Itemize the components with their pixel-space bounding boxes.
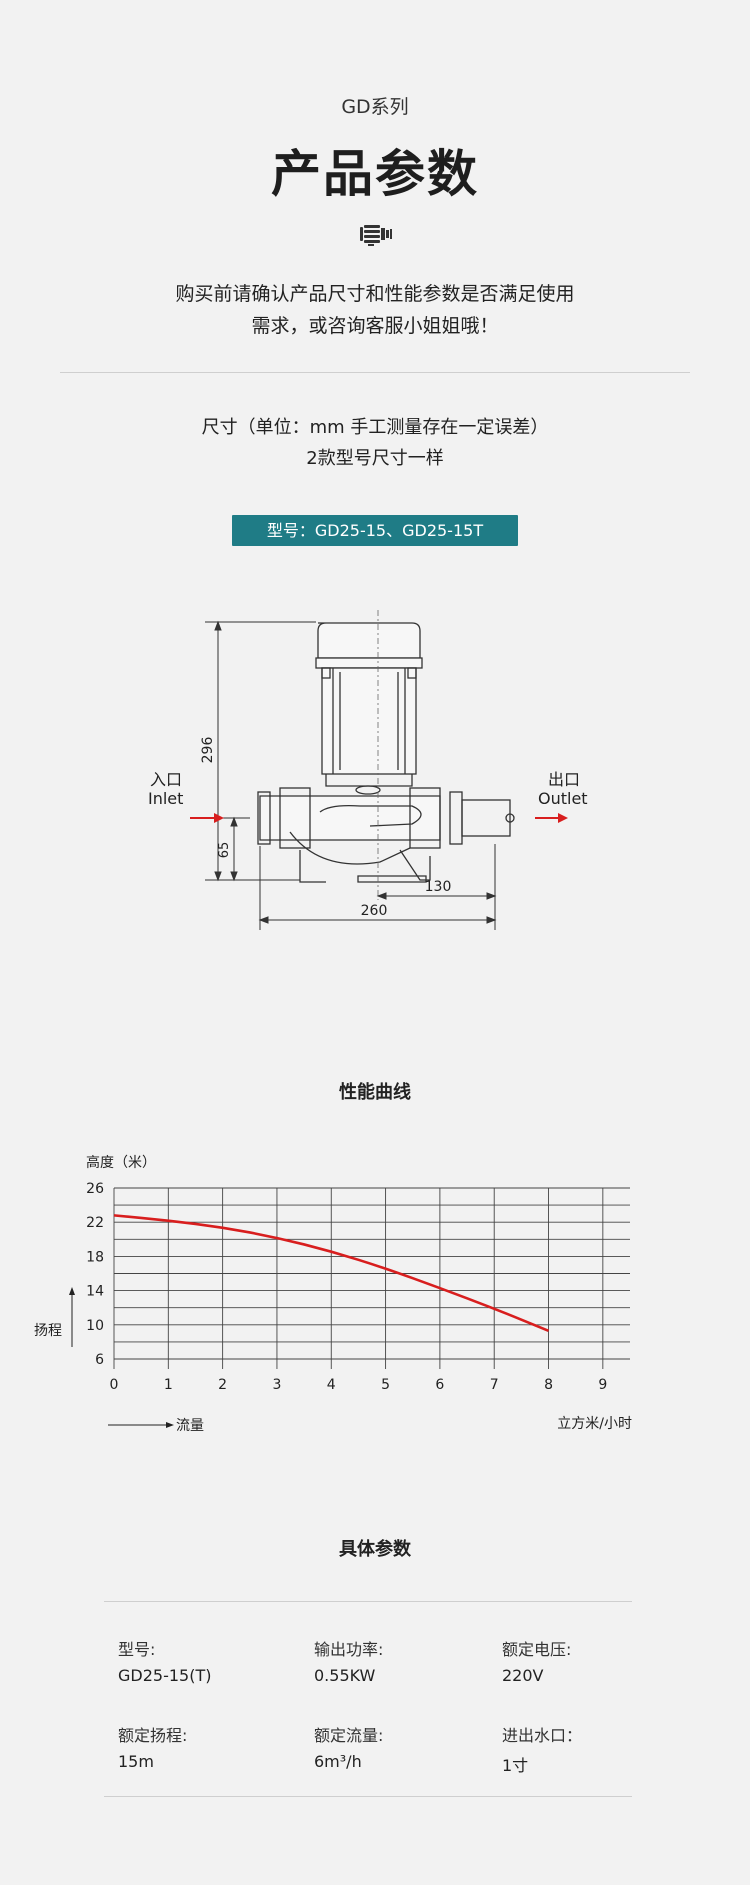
params-bottom-divider xyxy=(104,1796,632,1797)
param-label-voltage: 额定电压: xyxy=(502,1640,572,1659)
params-grid: 型号: GD25-15(T) 输出功率: 0.55KW 额定电压: 220V 额… xyxy=(118,1636,638,1776)
inlet-cn-label: 入口 xyxy=(150,770,182,789)
dim-width-label: 260 xyxy=(361,903,388,919)
param-value-flow: 6m³/h xyxy=(314,1752,362,1771)
dim-half-width-label: 130 xyxy=(425,879,452,895)
y-tick-label: 26 xyxy=(86,1181,104,1197)
inlet-en-label: Inlet xyxy=(148,789,183,808)
params-top-divider xyxy=(104,1601,632,1602)
param-value-model: GD25-15(T) xyxy=(118,1666,212,1685)
dimensions-title: 尺寸（单位：mm 手工测量存在一定误差） 2款型号尺寸一样 xyxy=(0,412,750,474)
x-tick-label: 4 xyxy=(327,1377,336,1393)
params-title: 具体参数 xyxy=(339,1539,411,1560)
dimensions-title-line-1: 尺寸（单位：mm 手工测量存在一定误差） xyxy=(201,417,549,438)
y-tick-label: 6 xyxy=(95,1352,104,1368)
intro-line-1: 购买前请确认产品尺寸和性能参数是否满足使用 xyxy=(175,283,575,305)
y-tick-label: 22 xyxy=(86,1215,104,1231)
x-tick-label: 0 xyxy=(110,1377,119,1393)
dim-inlet-height-label: 65 xyxy=(217,842,232,859)
outlet-cn-label: 出口 xyxy=(548,770,580,789)
performance-curve xyxy=(113,1214,550,1332)
param-value-power: 0.55KW xyxy=(314,1666,376,1685)
x-axis-label: 流量 xyxy=(176,1418,204,1434)
outlet-en-label: Outlet xyxy=(538,789,588,808)
series-label: GD系列 xyxy=(341,96,409,118)
x-tick-label: 6 xyxy=(435,1377,444,1393)
param-label-flow: 额定流量: xyxy=(314,1726,384,1745)
y-tick-label: 18 xyxy=(86,1249,104,1265)
dim-height-label: 296 xyxy=(200,737,216,764)
x-tick-label: 8 xyxy=(544,1377,553,1393)
param-label-head: 额定扬程: xyxy=(118,1726,188,1745)
param-value-port: 1寸 xyxy=(502,1756,529,1775)
pump-dimension-diagram: 296 65 130 260 入口 Inlet 出口 Outlet xyxy=(130,600,610,944)
pump-icon xyxy=(356,222,396,248)
x-tick-label: 3 xyxy=(272,1377,281,1393)
performance-title: 性能曲线 xyxy=(339,1082,411,1103)
param-value-voltage: 220V xyxy=(502,1666,544,1685)
x-tick-label: 7 xyxy=(490,1377,499,1393)
performance-chart: 高度（米） 扬程 6 10 14 18 22 26 0 1 2 3 4 5 6 7 8 9 流量 立方米/小时 xyxy=(20,1145,660,1439)
param-label-port: 进出水口： xyxy=(502,1726,583,1745)
y-tick-label: 14 xyxy=(86,1284,104,1300)
intro-text: 购买前请确认产品尺寸和性能参数是否满足使用 需求，或咨询客服小姐姐哦！ xyxy=(0,278,750,342)
x-axis-arrow-head xyxy=(166,1422,174,1428)
param-label-model: 型号: xyxy=(118,1640,156,1659)
x-unit-label: 立方米/小时 xyxy=(557,1416,632,1432)
page-title: 产品参数 xyxy=(271,145,479,203)
y-unit-label: 高度（米） xyxy=(86,1154,156,1171)
header-divider xyxy=(60,372,690,373)
dimensions-title-line-2: 2款型号尺寸一样 xyxy=(306,448,444,469)
x-tick-label: 9 xyxy=(598,1377,607,1393)
model-badge: 型号：GD25-15、GD25-15T xyxy=(232,515,518,546)
y-axis-arrow-head xyxy=(69,1287,75,1295)
y-axis-label: 扬程 xyxy=(34,1323,62,1339)
x-tick-label: 5 xyxy=(381,1377,390,1393)
y-tick-label: 10 xyxy=(86,1318,104,1334)
intro-line-2: 需求，或咨询客服小姐姐哦！ xyxy=(251,315,499,337)
x-tick-label: 2 xyxy=(218,1377,227,1393)
param-value-head: 15m xyxy=(118,1752,154,1771)
param-label-power: 输出功率: xyxy=(314,1640,384,1659)
x-tick-label: 1 xyxy=(164,1377,173,1393)
